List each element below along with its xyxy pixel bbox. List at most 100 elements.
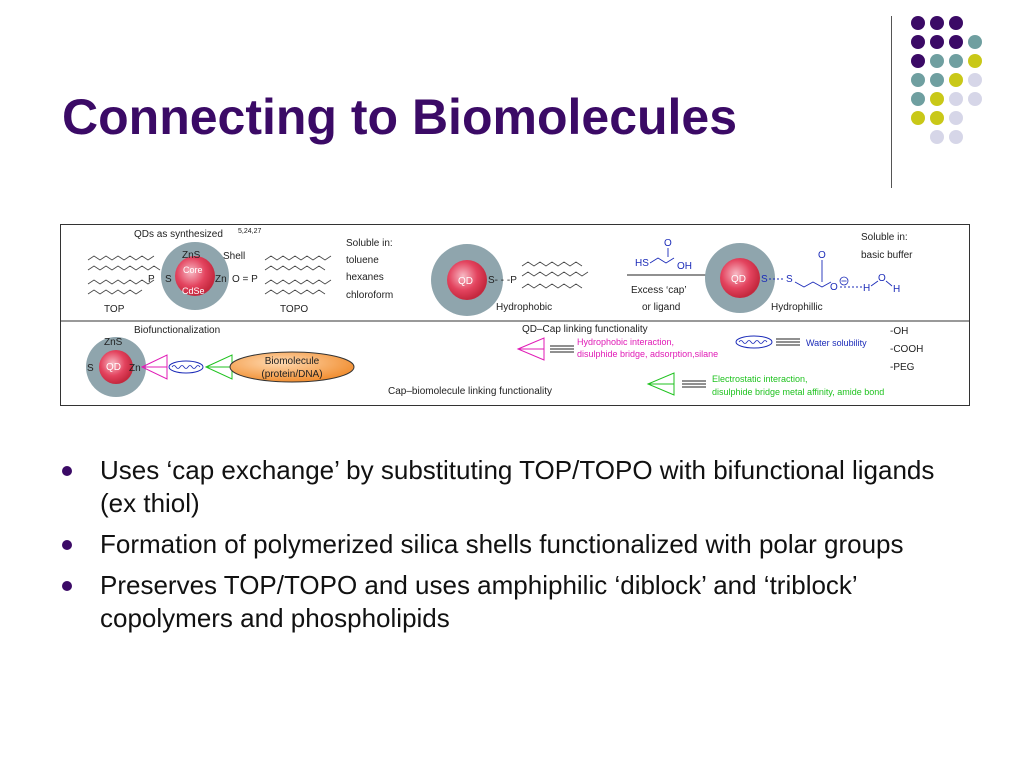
bio-zns-label: ZnS: [104, 337, 123, 348]
o-eq-p-label: O = P: [232, 274, 258, 285]
hydrophobic-qd-label: QD: [458, 276, 473, 287]
decor-dot: [911, 35, 925, 49]
decor-dot: [949, 16, 963, 30]
top-chain: [87, 265, 161, 271]
decorative-dot-grid: [911, 16, 982, 144]
excess-cap-label: Excess ‘cap’: [631, 285, 687, 296]
core-label: Core: [183, 265, 203, 275]
bullet-item: Formation of polymerized silica shells f…: [62, 528, 942, 561]
title-divider-line: [891, 16, 892, 188]
decor-dot: [930, 111, 944, 125]
decor-dot: [911, 54, 925, 68]
biomolecule-sub-label: (protein/DNA): [261, 369, 322, 380]
thiol-chain: [649, 257, 675, 264]
decor-dot: [911, 92, 925, 106]
cap-biomolecule-label: Cap–biomolecule linking functionality: [388, 386, 552, 397]
water-legend-marker: [735, 335, 773, 349]
decor-dot: [930, 16, 944, 30]
biomolecule-label: Biomolecule: [265, 356, 320, 367]
decor-dot: [930, 73, 944, 87]
electrostatic-label: Electrostatic interaction,: [712, 374, 808, 384]
cdse-core: [175, 256, 215, 296]
decor-dot: [968, 92, 982, 106]
bullet-dot: [62, 581, 72, 591]
svg-text:toluene: toluene: [346, 255, 379, 266]
topo-chain: [264, 289, 326, 295]
bullet-text: Formation of polymerized silica shells f…: [100, 529, 904, 559]
bullet-dot: [62, 466, 72, 476]
bio-qd-label: QD: [106, 362, 121, 373]
svg-text:-PEG: -PEG: [890, 362, 915, 373]
or-ligand-label: or ligand: [642, 302, 680, 313]
bullet-dot: [62, 540, 72, 550]
decor-dot: [911, 111, 925, 125]
as-synthesized-citation: 5,24,27: [238, 228, 261, 235]
decor-dot: [930, 35, 944, 49]
decor-dot: [949, 73, 963, 87]
s-p-link-label: S- - -P: [488, 275, 517, 286]
decor-dot: [949, 35, 963, 49]
decor-dot: [911, 73, 925, 87]
svg-text:chloroform: chloroform: [346, 290, 393, 301]
slide-title: Connecting to Biomolecules: [62, 89, 738, 145]
acid-o-label: O: [818, 250, 826, 261]
carbonyl-o-label: O: [664, 238, 672, 249]
hydrophobic-label: Hydrophobic: [496, 302, 552, 313]
decor-dot: [968, 35, 982, 49]
decor-dot: [949, 54, 963, 68]
soluble-in-buffer-value: basic buffer: [861, 250, 913, 261]
decor-dot: [930, 54, 944, 68]
ligand-chain: [521, 271, 589, 277]
metal-affinity-label: disulphide bridge metal affinity, amide …: [712, 387, 884, 397]
h1-label: H: [863, 283, 870, 294]
decor-dot: [930, 130, 944, 144]
water-solubility-label: Water solubility: [806, 338, 867, 348]
top-label: TOP: [104, 304, 125, 315]
ligand-chain: [521, 261, 583, 267]
o-minus-label: O: [830, 282, 838, 293]
top-chain: [87, 279, 155, 285]
zn-label: Zn: [215, 274, 227, 285]
p-label: P: [148, 274, 155, 285]
bullet-text: Preserves TOP/TOPO and uses amphiphilic …: [100, 570, 857, 633]
topo-chain: [264, 279, 332, 285]
biomolecule-ellipse: [229, 351, 355, 383]
decor-dot: [949, 92, 963, 106]
decor-dot: [911, 16, 925, 30]
qd-biofunctionalization-figure: QDs as synthesized 5,24,27 P ZnS Shell C…: [60, 224, 970, 406]
decor-dot: [949, 130, 963, 144]
hydrophilic-label: Hydrophillic: [771, 302, 823, 313]
decor-dot: [968, 73, 982, 87]
hydrophobic-qd-core: [447, 260, 487, 300]
oh-label: OH: [677, 261, 692, 272]
ligand-chain: [521, 283, 583, 289]
s-link-label: S: [761, 274, 768, 285]
bio-s-label: S: [87, 363, 94, 374]
hydrophilic-qd-label: QD: [731, 274, 746, 285]
topo-chain: [264, 255, 332, 261]
top-chain: [87, 289, 143, 295]
cdse-label: CdSe: [182, 286, 205, 296]
h2-label: H: [893, 284, 900, 295]
soluble-in-organic: Soluble in: toluene hexanes chloroform: [346, 238, 393, 301]
topo-label: TOPO: [280, 304, 308, 315]
hydrophilic-qd-core: [720, 258, 760, 298]
decor-dot: [930, 92, 944, 106]
bullet-list: Uses ‘cap exchange’ by substituting TOP/…: [62, 454, 942, 643]
svg-text:-OH: -OH: [890, 326, 908, 337]
water-solubility-marker: [168, 360, 204, 374]
bullet-item: Preserves TOP/TOPO and uses amphiphilic …: [62, 569, 942, 635]
decor-dot: [949, 111, 963, 125]
bio-zn-label: Zn: [129, 363, 141, 374]
svg-text:-COOH: -COOH: [890, 344, 923, 355]
svg-text:Soluble in:: Soluble in:: [346, 238, 393, 249]
top-chain: [87, 255, 155, 261]
hydrophobic-interaction-label: Hydrophobic interaction,: [577, 337, 674, 347]
bullet-text: Uses ‘cap exchange’ by substituting TOP/…: [100, 455, 935, 518]
negative-charge-icon: [839, 276, 849, 286]
bullet-item: Uses ‘cap exchange’ by substituting TOP/…: [62, 454, 942, 520]
decor-dot: [968, 54, 982, 68]
topo-chain: [264, 265, 326, 271]
s-label: S: [165, 274, 172, 285]
polar-groups-list: -OH -COOH -PEG: [890, 326, 923, 373]
